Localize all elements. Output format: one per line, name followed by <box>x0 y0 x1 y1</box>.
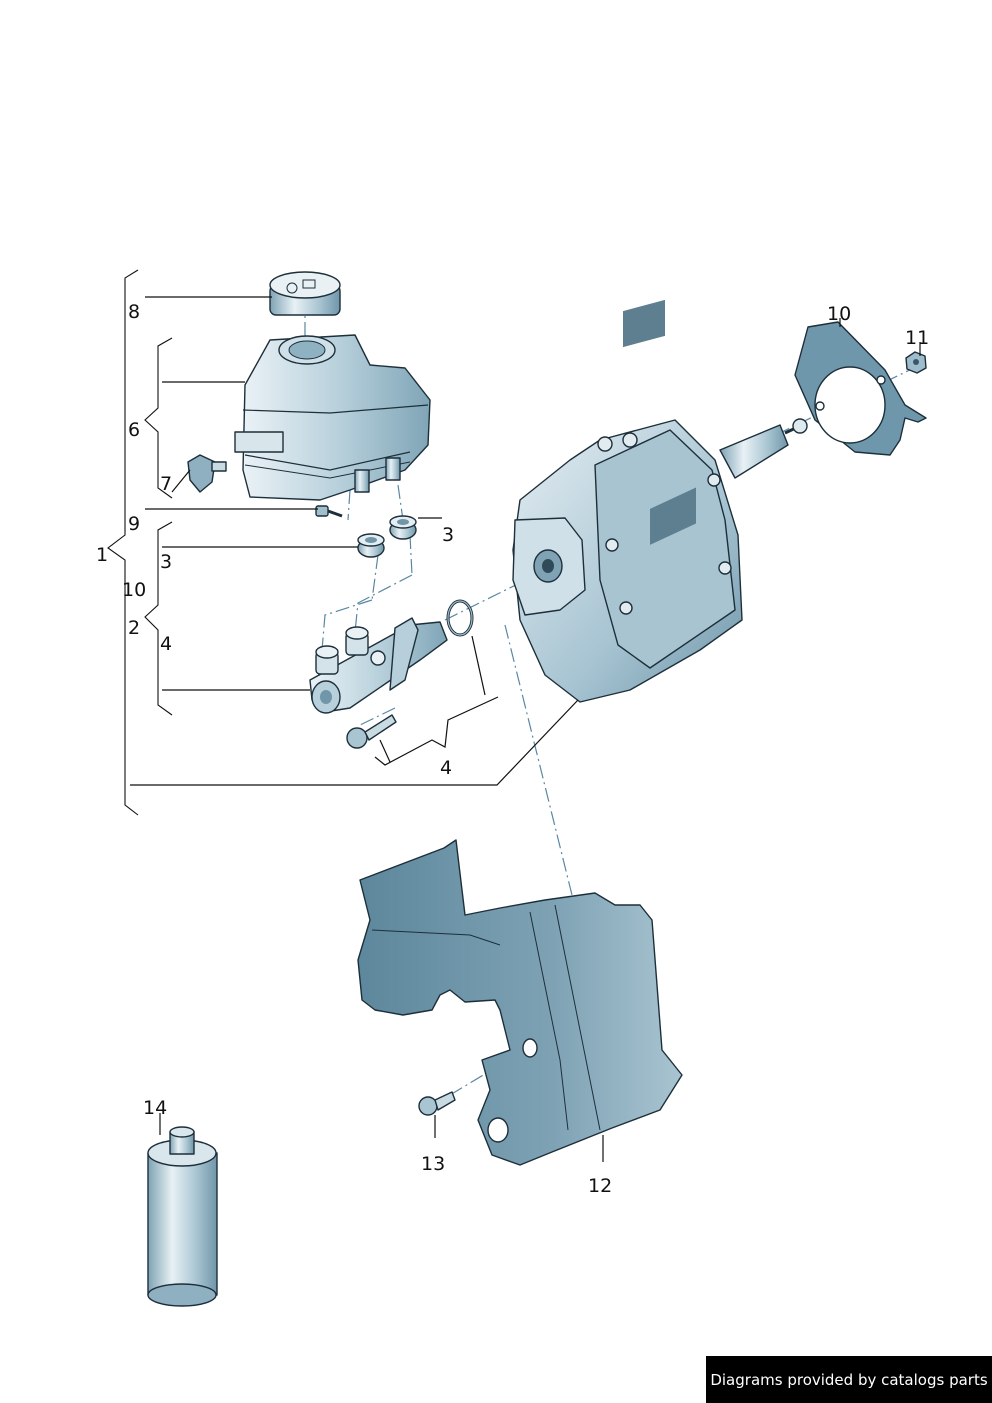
o-ring <box>446 599 474 637</box>
callout-10-left: 10 <box>122 579 146 601</box>
grommet-upper <box>389 515 417 540</box>
callout-9: 9 <box>128 513 140 535</box>
callout-8: 8 <box>128 301 140 323</box>
bracket-screw <box>418 1091 456 1116</box>
callout-2: 2 <box>128 617 140 639</box>
callout-1: 1 <box>96 544 108 566</box>
brake-fluid-can <box>147 1126 218 1307</box>
callout-4-bottom: 4 <box>440 757 452 779</box>
small-screw <box>315 505 343 518</box>
callout-3-right: 3 <box>442 524 454 546</box>
booster-gasket <box>794 321 927 456</box>
callout-11: 11 <box>905 327 929 349</box>
leader-lines <box>130 296 921 1162</box>
nut <box>905 351 927 374</box>
reservoir-cap <box>269 271 341 316</box>
mounting-bracket <box>357 839 683 1166</box>
brake-master-cylinder <box>309 617 448 714</box>
callout-13: 13 <box>421 1153 445 1175</box>
attribution-banner: Diagrams provided by catalogs parts <box>706 1356 992 1403</box>
callout-6: 6 <box>128 419 140 441</box>
hose-connector <box>187 454 227 493</box>
callout-4-left: 4 <box>160 633 172 655</box>
callout-labels: 8 6 7 9 1 3 10 2 4 3 4 10 11 12 13 14 <box>96 301 929 1197</box>
callout-3-left: 3 <box>160 551 172 573</box>
group-braces <box>107 269 173 816</box>
attribution-text: Diagrams provided by catalogs parts <box>710 1370 988 1389</box>
grommet-lower <box>357 533 385 558</box>
brake-fluid-reservoir <box>234 334 431 501</box>
callout-10-right: 10 <box>827 303 851 325</box>
callout-7: 7 <box>160 473 172 495</box>
callout-12: 12 <box>588 1175 612 1197</box>
mounting-bolt <box>346 714 397 749</box>
callout-14: 14 <box>143 1097 167 1119</box>
brake-booster <box>512 299 808 703</box>
